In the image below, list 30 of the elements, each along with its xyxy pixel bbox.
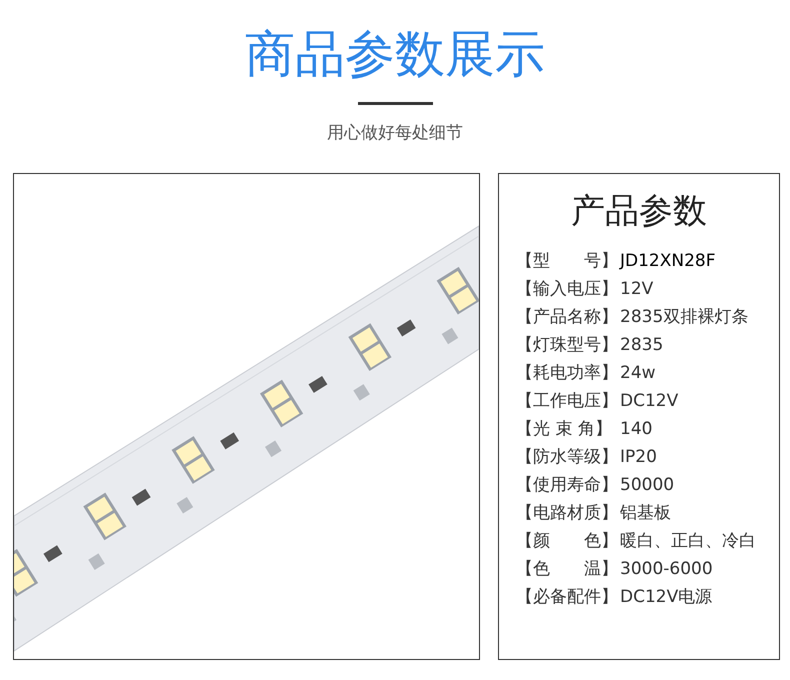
spec-value: 24w: [620, 362, 656, 384]
spec-value: IP20: [620, 446, 657, 468]
spec-value: 12V: [620, 278, 654, 300]
spec-label: 【型 号】: [516, 250, 618, 272]
spec-panel: [498, 173, 780, 660]
subtitle: 用心做好每处细节: [326, 122, 464, 144]
panel-heading: 产品参数: [570, 190, 708, 233]
spec-value: 2835: [620, 334, 664, 356]
spec-label: 【耗电功率】: [516, 362, 618, 384]
spec-label: 【电路材质】: [516, 502, 618, 524]
spec-label: 【光 束 角】: [516, 418, 612, 440]
spec-value: DC12V电源: [620, 586, 712, 608]
spec-label: 【灯珠型号】: [516, 334, 618, 356]
spec-value: 140: [620, 418, 652, 440]
spec-value: 2835双排裸灯条: [620, 306, 748, 328]
spec-value: 3000-6000: [620, 558, 713, 580]
spec-label: 【防水等级】: [516, 446, 618, 468]
spec-value: 铝基板: [620, 502, 671, 524]
spec-label: 【工作电压】: [516, 390, 618, 412]
spec-label: 【颜 色】: [516, 530, 618, 552]
spec-label: 【必备配件】: [516, 586, 618, 608]
page-title: 商品参数展示: [244, 24, 546, 85]
spec-label: 【输入电压】: [516, 278, 618, 300]
spec-value: DC12V: [620, 390, 678, 412]
spec-value: 50000: [620, 474, 674, 496]
spec-value: 暖白、正白、冷白: [620, 530, 756, 552]
spec-value: JD12XN28F: [620, 250, 716, 272]
spec-label: 【色 温】: [516, 558, 618, 580]
spec-label: 【产品名称】: [516, 306, 618, 328]
spec-label: 【使用寿命】: [516, 474, 618, 496]
